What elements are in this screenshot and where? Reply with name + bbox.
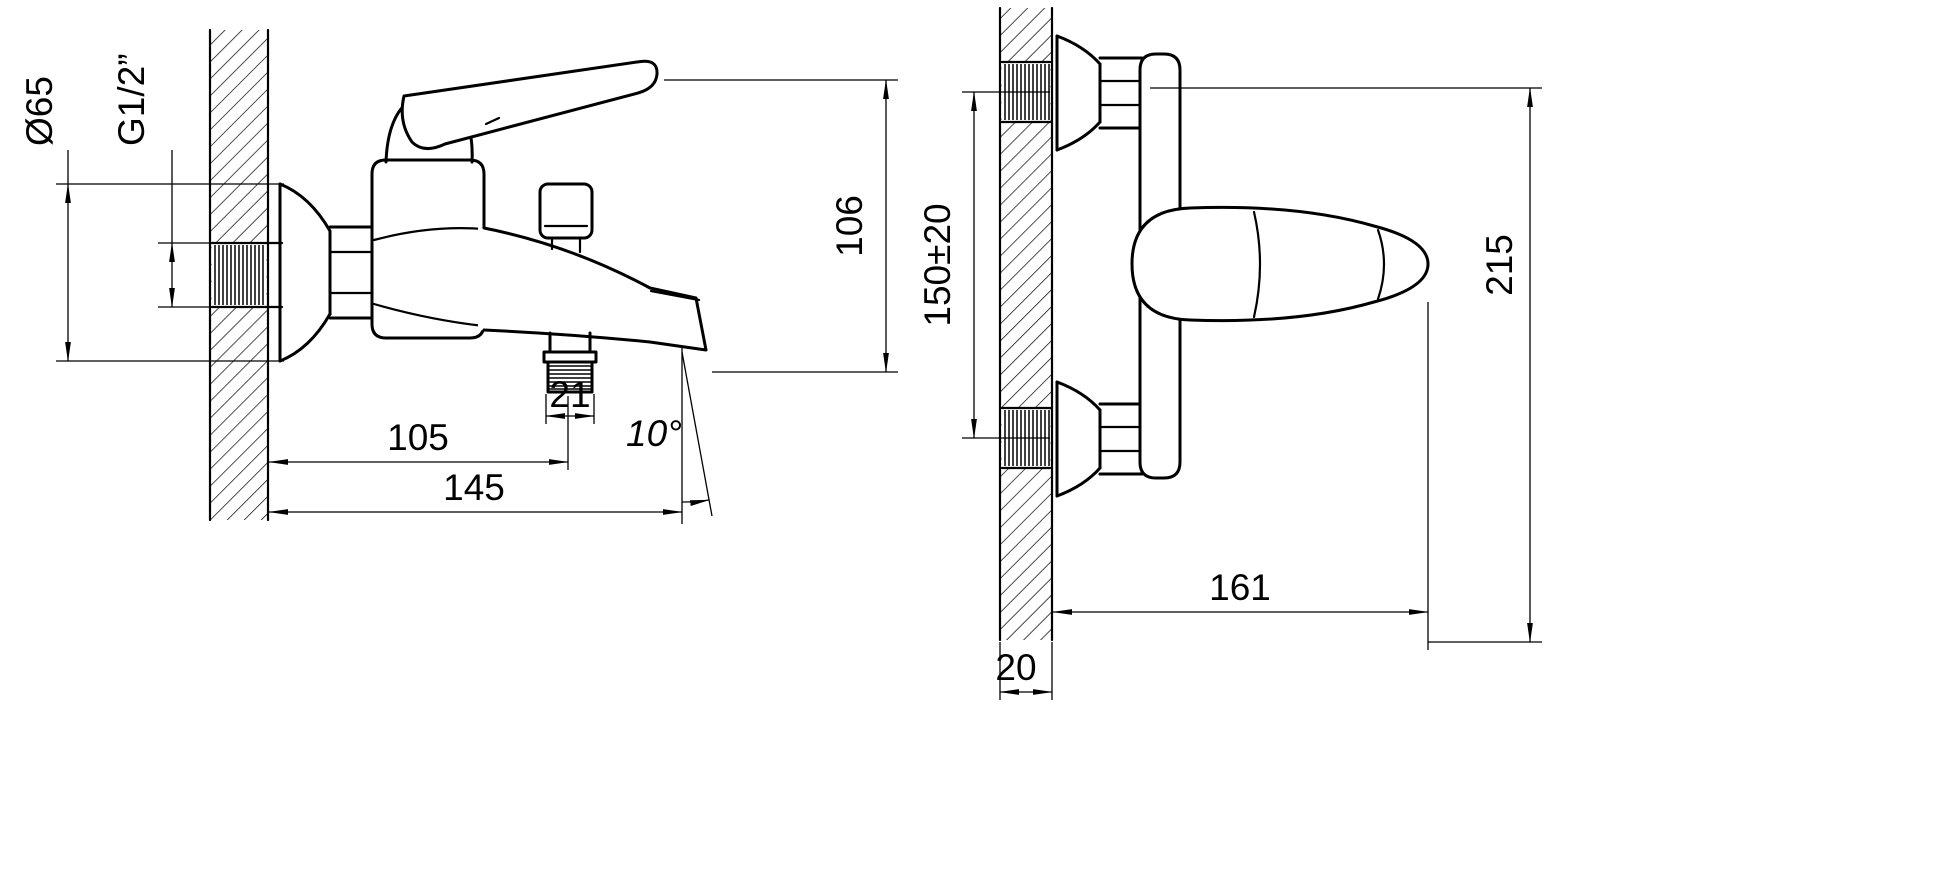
dim-overall-width-215: 215 [1150, 87, 1542, 643]
nut-facets [1098, 425, 1144, 453]
dim-label-spout-angle: 10° [626, 413, 682, 454]
dim-label-flange-diameter: Ø65 [19, 76, 60, 146]
dim-outlet-offset-105: 105 [268, 396, 569, 470]
body-spout-shoulder-bottom [372, 302, 486, 328]
dimensions-front: 150±20 215 161 20 [917, 87, 1542, 700]
dim-label-thread-size: G1/2” [111, 53, 152, 146]
outlet-thread-outline [546, 360, 594, 394]
dim-label-spout-reach: 145 [443, 467, 505, 508]
dim-flange-diameter: Ø65 [19, 76, 284, 362]
dim-outlet-width-21: 21 [545, 374, 595, 424]
escutcheon-side [278, 182, 332, 363]
thread-striations [214, 245, 264, 305]
dim-label-inlet-spacing: 150±20 [917, 203, 958, 326]
escutcheon-bottom [1055, 380, 1102, 498]
nut-facets [1098, 79, 1144, 107]
escutcheon-top [1055, 34, 1102, 152]
handle-cap-seam [1376, 228, 1386, 301]
thread-edges [1000, 406, 1052, 470]
outlet-thread-striations [549, 365, 591, 390]
ext-lines [56, 183, 284, 362]
escutcheon-bottom-profile [278, 312, 332, 363]
ext-lines [545, 394, 595, 424]
knob-stem [550, 236, 582, 254]
handle-lever-side [400, 59, 659, 150]
ext-lines [664, 79, 898, 373]
dim-inlet-spacing-150: 150±20 [917, 91, 1050, 439]
thread-edges [1000, 60, 1052, 124]
angle-arc [681, 499, 710, 506]
dim-wall-offset-20: 20 [995, 642, 1053, 700]
front-view: 150±20 215 161 20 [917, 6, 1542, 700]
side-view: Ø65 G1/2” 106 105 145 [19, 28, 898, 524]
diverter-knob [538, 182, 594, 254]
escutcheon-bottom-profile [1055, 466, 1102, 498]
angle-slant-line [681, 351, 713, 517]
body-spout-shoulder-top [372, 227, 486, 242]
faucet-body-side [370, 158, 486, 340]
dimensions-side: Ø65 G1/2” 106 105 145 [19, 53, 898, 524]
dim-thread-size: G1/2” [111, 53, 210, 308]
dim-height-106: 106 [664, 79, 898, 373]
handle-body-seam [1252, 210, 1262, 319]
handle-front [1130, 205, 1430, 323]
ext-lines [158, 242, 210, 308]
spout-fill [478, 227, 706, 350]
escutcheon-top-profile [278, 182, 332, 233]
escutcheon-top-profile [1055, 380, 1102, 412]
knob-body [538, 182, 594, 240]
thread-edges [210, 241, 268, 309]
dim-label-wall-offset: 20 [995, 647, 1036, 688]
handle-set-screw [484, 116, 501, 126]
dim-label-outlet-width: 21 [549, 374, 590, 415]
dim-label-height: 106 [829, 195, 870, 257]
dim-projection-161: 161 [1052, 302, 1429, 650]
dim-label-outlet-offset: 105 [387, 417, 449, 458]
escutcheon-bottom-profile [1055, 120, 1102, 152]
shower-hose-outlet [542, 331, 598, 394]
nut-facets [328, 250, 376, 295]
dim-spout-angle-10: 10° [626, 351, 713, 517]
outlet-neck [548, 331, 592, 354]
dim-spout-reach-145: 145 [268, 348, 683, 524]
spout-aerator-line [649, 289, 701, 302]
outlet-collar [542, 350, 598, 364]
escutcheon-top-profile [1055, 34, 1102, 66]
dim-label-projection: 161 [1209, 567, 1271, 608]
spout-side [482, 226, 708, 352]
dim-label-overall-width: 215 [1479, 234, 1520, 296]
ext-lines [1150, 87, 1542, 643]
